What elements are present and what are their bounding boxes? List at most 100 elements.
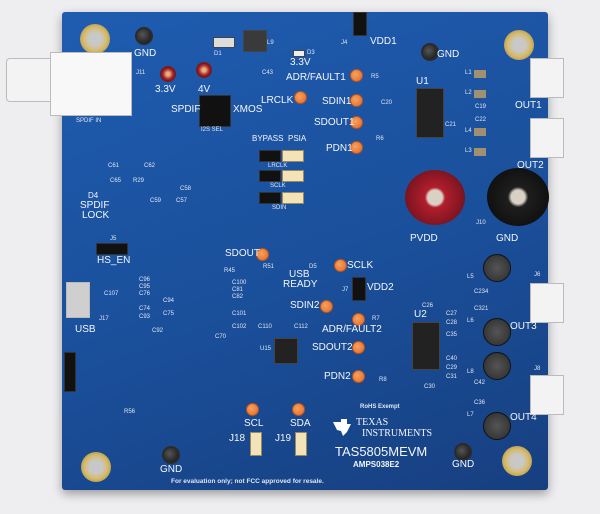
sdin1-test-point[interactable] bbox=[350, 94, 363, 107]
scl-test-point[interactable] bbox=[246, 403, 259, 416]
label-gnd: GND bbox=[437, 49, 460, 60]
label-d3-voltage: 3.3V bbox=[290, 57, 311, 68]
label-pdn2: PDN2 bbox=[324, 371, 351, 382]
label-r7: R7 bbox=[372, 316, 380, 322]
inductor-l6 bbox=[483, 318, 511, 346]
sdin-header[interactable] bbox=[282, 192, 304, 204]
label-j10: J10 bbox=[476, 220, 486, 226]
label-jp-sdin: SDIN bbox=[272, 205, 287, 211]
label-c21: C21 bbox=[445, 122, 457, 128]
adr-fault2-test-point[interactable] bbox=[352, 313, 365, 326]
label-sdin2: SDIN2 bbox=[290, 300, 320, 311]
label-l7: L7 bbox=[467, 412, 474, 418]
label-l6: L6 bbox=[467, 318, 474, 324]
pvdd-banana-jack[interactable] bbox=[405, 170, 465, 225]
spdif-connector-body bbox=[50, 52, 132, 116]
lrclk-test-point[interactable] bbox=[294, 91, 307, 104]
label-pdn1: PDN1 bbox=[326, 143, 353, 154]
gnd-test-post[interactable] bbox=[421, 43, 439, 61]
gnd-test-post[interactable] bbox=[454, 443, 472, 461]
label-j18: J18 bbox=[229, 433, 246, 444]
led-d3 bbox=[293, 50, 305, 57]
label-gnd: GND bbox=[134, 48, 157, 59]
label-l3: L3 bbox=[465, 148, 472, 154]
sclk-test-point[interactable] bbox=[334, 259, 347, 272]
label-gnd: GND bbox=[160, 464, 183, 475]
pdn1-test-point[interactable] bbox=[350, 141, 363, 154]
sclk-jumper[interactable] bbox=[259, 170, 281, 182]
label-c107: C107 bbox=[104, 291, 119, 297]
label-psia: PSIA bbox=[288, 134, 307, 143]
label-r45: R45 bbox=[224, 268, 236, 274]
label-sda: SDA bbox=[290, 418, 311, 429]
board-revision: AMPS038E2 bbox=[353, 460, 400, 469]
sdout1-test-point[interactable] bbox=[350, 116, 363, 129]
board-name: TAS5805MEVM bbox=[335, 444, 428, 459]
label-vdd2: VDD2 bbox=[367, 282, 394, 293]
usb-connector-j17[interactable] bbox=[66, 282, 90, 318]
label-c22: C22 bbox=[475, 117, 487, 123]
disclaimer-text: For evaluation only; not FCC approved fo… bbox=[171, 478, 324, 485]
4v-test-post[interactable] bbox=[196, 62, 212, 78]
sclk-header[interactable] bbox=[282, 170, 304, 182]
inductor-l3 bbox=[474, 148, 486, 156]
out4-speaker-connector[interactable] bbox=[530, 375, 564, 415]
label-sdin1: SDIN1 bbox=[322, 96, 352, 107]
label-sclk: SCLK bbox=[347, 260, 374, 271]
label-r8: R8 bbox=[379, 377, 387, 383]
mounting-screw bbox=[80, 24, 110, 54]
label-c95: C95 bbox=[139, 284, 151, 290]
label-u1: U1 bbox=[416, 76, 429, 87]
label-l1: L1 bbox=[465, 70, 472, 76]
label-c20: C20 bbox=[381, 100, 393, 106]
gnd-test-post[interactable] bbox=[162, 446, 180, 464]
gnd-banana-jack[interactable] bbox=[487, 168, 549, 226]
mounting-screw bbox=[81, 452, 111, 482]
3v3-test-post[interactable] bbox=[160, 66, 176, 82]
scl-header-j18[interactable] bbox=[250, 432, 262, 456]
label-hs-en: HS_EN bbox=[97, 255, 131, 266]
sdin2-test-point[interactable] bbox=[320, 300, 333, 313]
sdout-test-point[interactable] bbox=[256, 248, 269, 261]
label-j19: J19 bbox=[275, 433, 292, 444]
sdin-jumper[interactable] bbox=[259, 192, 281, 204]
amplifier-ic-u1 bbox=[416, 88, 444, 138]
gnd-test-post[interactable] bbox=[135, 27, 153, 45]
i2s-select-switch[interactable] bbox=[199, 95, 231, 127]
inductor-l1 bbox=[474, 70, 486, 78]
label-adr-fault1: ADR/FAULT1 bbox=[286, 72, 346, 83]
pdn2-test-point[interactable] bbox=[352, 370, 365, 383]
vdd1-jumper-j4[interactable] bbox=[353, 12, 367, 36]
brand-line-1: TEXAS bbox=[356, 417, 389, 428]
label-c31: C31 bbox=[446, 374, 458, 380]
label-c29: C29 bbox=[446, 365, 458, 371]
label-adr-fault2: ADR/FAULT2 bbox=[322, 324, 382, 335]
label-d1: D1 bbox=[214, 51, 222, 57]
lrclk-header[interactable] bbox=[282, 150, 304, 162]
label-j6: J6 bbox=[534, 272, 541, 278]
label-gnd: GND bbox=[452, 459, 475, 470]
sda-test-point[interactable] bbox=[292, 403, 305, 416]
inductor-l8 bbox=[483, 352, 511, 380]
label-out4: OUT4 bbox=[510, 412, 537, 423]
vdd2-jumper-j7[interactable] bbox=[352, 277, 366, 301]
out2-speaker-connector[interactable] bbox=[530, 118, 564, 158]
inductor-l2 bbox=[474, 90, 486, 98]
label-xmos: XMOS bbox=[233, 104, 263, 115]
label-sdout2: SDOUT2 bbox=[312, 342, 353, 353]
hs-en-jumper-j5[interactable] bbox=[96, 243, 128, 255]
sda-header-j19[interactable] bbox=[295, 432, 307, 456]
label-r6: R6 bbox=[376, 136, 384, 142]
adr-fault1-test-point[interactable] bbox=[350, 69, 363, 82]
diode-d1 bbox=[213, 37, 235, 48]
label-c96: C96 bbox=[139, 277, 151, 283]
lrclk-jumper[interactable] bbox=[259, 150, 281, 162]
label-c58: C58 bbox=[180, 186, 192, 192]
sdout2-test-point[interactable] bbox=[352, 341, 365, 354]
label-j8: J8 bbox=[534, 366, 541, 372]
out1-speaker-connector[interactable] bbox=[530, 58, 564, 98]
label-pvdd: PVDD bbox=[410, 233, 438, 244]
label-l9: L9 bbox=[267, 40, 274, 46]
label-c30: C30 bbox=[424, 384, 436, 390]
out3-speaker-connector[interactable] bbox=[530, 283, 564, 323]
